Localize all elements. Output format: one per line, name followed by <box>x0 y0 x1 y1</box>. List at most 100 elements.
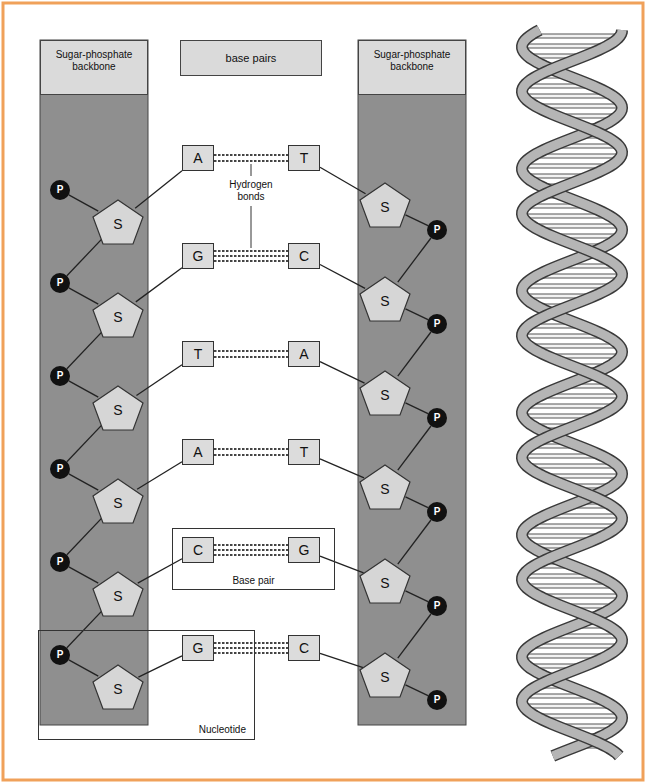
base-box: A <box>182 439 214 465</box>
phosphate-circle: P <box>50 645 70 665</box>
sugar-label: S <box>113 495 122 511</box>
backbone-bond <box>405 215 428 226</box>
backbone-bond <box>69 474 99 490</box>
sugar-label: S <box>380 387 389 403</box>
sugar-pentagon: S <box>92 292 144 338</box>
image-frame <box>3 3 643 780</box>
nucleotide-box: NucleotidePSG <box>38 630 255 740</box>
hydrogen-bond-lines <box>214 251 288 261</box>
backbone-bond <box>69 195 99 211</box>
hydrogen-bond-lines <box>214 643 288 653</box>
phosphate-circle: P <box>50 180 70 200</box>
sugar-base-link <box>138 656 182 677</box>
backbone-bond <box>398 238 431 282</box>
phosphate-label: P <box>434 601 441 611</box>
column-heading: Sugar-phosphate backbone <box>40 40 148 95</box>
sugar-pentagon: S <box>92 478 144 524</box>
helix-rung <box>530 34 620 39</box>
base-pair-box: Base pairCG <box>172 528 335 590</box>
sugar-base-link <box>320 167 366 193</box>
sugar-pentagon: S <box>359 276 411 322</box>
phosphate-label: P <box>57 464 64 474</box>
callout-label: Hydrogen bonds <box>221 179 281 203</box>
sugar-label: S <box>113 402 122 418</box>
column-header: base pairs <box>180 40 322 76</box>
base-box: T <box>288 145 320 171</box>
base-letter: A <box>299 346 308 362</box>
phosphate-label: P <box>434 413 441 423</box>
backbone-band <box>358 40 466 725</box>
base-letter: T <box>300 444 309 460</box>
sugar-label: S <box>113 309 122 325</box>
sugar-base-link <box>138 559 182 583</box>
phosphate-circle: P <box>50 366 70 386</box>
sugar-base-link <box>320 556 364 573</box>
phosphate-label: P <box>434 225 441 235</box>
label-holder: Hydrogen bonds <box>221 179 281 203</box>
backbone-bond <box>398 614 431 658</box>
base-letter: C <box>193 542 203 558</box>
phosphate-circle: P <box>427 314 447 334</box>
backbone-bond <box>398 332 431 376</box>
backbone-column: Sugar-phosphate backboneP S P S P S P S P S <box>40 40 148 725</box>
column-heading: base pairs <box>226 52 277 64</box>
helix-rung <box>527 464 618 469</box>
sugar-pentagon: S <box>92 571 144 617</box>
helix-rung <box>525 404 616 407</box>
column-heading: Sugar-phosphate backbone <box>358 40 466 95</box>
base-letter: G <box>193 248 204 264</box>
sugar-pentagon: S <box>92 385 144 431</box>
sugar-label: S <box>380 669 389 685</box>
base-letter: A <box>193 444 202 460</box>
sugar-pentagon: S <box>359 370 411 416</box>
base-letter: G <box>193 640 204 656</box>
leader-line <box>251 206 252 248</box>
backbone-bond <box>69 381 99 397</box>
base-box: T <box>288 439 320 465</box>
base-box: C <box>182 537 214 563</box>
sugar-label: S <box>380 199 389 215</box>
helix-strand <box>522 30 622 756</box>
sugar-base-link <box>136 365 182 396</box>
base-letter: A <box>193 150 202 166</box>
sugar-base-link <box>320 459 364 478</box>
phosphate-circle: P <box>427 408 447 428</box>
base-box: G <box>182 635 214 661</box>
phosphate-label: P <box>434 695 441 705</box>
helix-rung <box>527 524 618 527</box>
sugar-base-link <box>320 362 365 383</box>
leader-line <box>251 164 252 176</box>
hydrogen-bond-lines <box>214 351 288 357</box>
backbone-bond <box>69 567 99 583</box>
backbone-bond <box>69 288 99 304</box>
base-box: C <box>288 635 320 661</box>
sugar-label: S <box>113 216 122 232</box>
phosphate-circle: P <box>50 273 70 293</box>
sugar-label: S <box>380 481 389 497</box>
phosphate-label: P <box>434 319 441 329</box>
sugar-label: S <box>113 588 122 604</box>
phosphate-label: P <box>57 185 64 195</box>
sugar-pentagon: S <box>359 558 411 604</box>
backbone-bond <box>405 403 428 414</box>
backbone-bond <box>405 309 428 320</box>
phosphate-label: P <box>57 557 64 567</box>
backbone-bond <box>67 331 103 369</box>
helix-rung <box>529 344 620 347</box>
backbone-bond <box>67 238 103 276</box>
sugar-pentagon: S <box>92 664 144 710</box>
backbone-bond <box>405 497 428 508</box>
base-letter: C <box>299 248 309 264</box>
base-letter: C <box>299 640 309 656</box>
sugar-base-link <box>136 268 182 302</box>
phosphate-circle: P <box>427 596 447 616</box>
base-box: T <box>182 341 214 367</box>
backbone-bond <box>67 517 103 555</box>
base-box: A <box>288 341 320 367</box>
phosphate-label: P <box>57 278 64 288</box>
sugar-pentagon: S <box>359 464 411 510</box>
sugar-label: S <box>113 681 122 697</box>
backbone-column: Sugar-phosphate backboneSPSPSPSPSPSP <box>358 40 466 725</box>
